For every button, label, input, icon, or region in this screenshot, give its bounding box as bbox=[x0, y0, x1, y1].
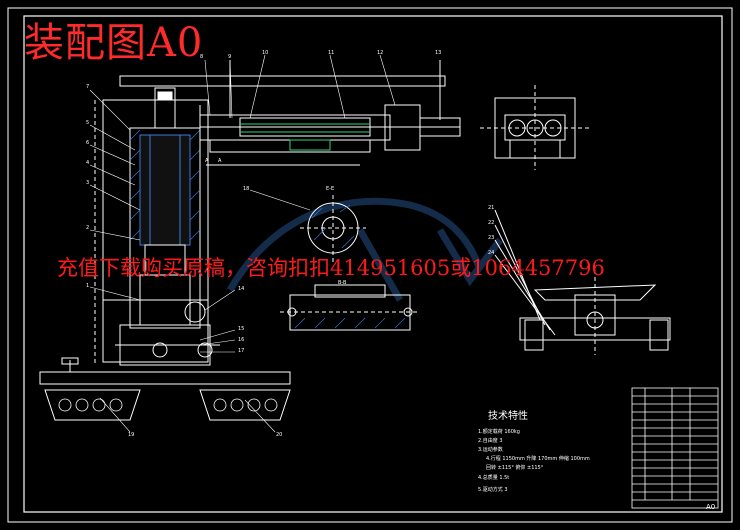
part-label: 18 bbox=[243, 186, 250, 192]
tech-spec-line: 5.驱动方式 3 bbox=[478, 487, 508, 493]
tech-spec-line: 4.行程 1150mm 升降 170mm 伸缩 100mm bbox=[486, 456, 590, 462]
tech-spec-line: 1.额定载荷 160kg bbox=[478, 429, 520, 435]
part-label: 24 bbox=[488, 250, 495, 256]
part-label: 14 bbox=[238, 286, 245, 292]
tracks-bottom bbox=[39, 357, 291, 421]
section-label: A bbox=[218, 158, 222, 164]
part-label: 16 bbox=[238, 337, 245, 343]
tech-spec-title: 技术特性 bbox=[488, 411, 528, 422]
section-lower bbox=[280, 284, 420, 331]
drawing-title: 装配图A0 bbox=[24, 20, 204, 66]
part-label: 7 bbox=[86, 84, 90, 90]
part-label: 5 bbox=[86, 120, 90, 126]
part-label: 6 bbox=[86, 140, 90, 146]
tech-spec-line: 2.自由度 3 bbox=[478, 438, 503, 444]
sheet-size: A0 bbox=[706, 503, 716, 511]
part-label: 1 bbox=[86, 283, 90, 289]
tech-spec-line: 4.总质量 1.5t bbox=[478, 475, 510, 481]
tech-spec-line: 回转 ±115° 俯仰 ±115° bbox=[486, 465, 544, 471]
part-label: 8 bbox=[200, 54, 204, 60]
part-label: 10 bbox=[262, 50, 269, 56]
title-block bbox=[631, 387, 719, 509]
section-label: A bbox=[205, 158, 209, 164]
part-label: 2 bbox=[86, 225, 90, 231]
section-label: E-E bbox=[326, 186, 335, 192]
part-label: 13 bbox=[435, 50, 442, 56]
part-label: 17 bbox=[238, 348, 245, 354]
part-label: 21 bbox=[488, 205, 495, 211]
part-label: 9 bbox=[228, 54, 232, 60]
leader-lines bbox=[89, 54, 396, 433]
part-label: 23 bbox=[488, 235, 495, 241]
section-label: B-B bbox=[338, 280, 347, 286]
part-label: 3 bbox=[86, 180, 90, 186]
part-label: 19 bbox=[128, 432, 135, 438]
track-view-right bbox=[494, 209, 671, 355]
vertical-column bbox=[94, 87, 220, 366]
watermark bbox=[226, 197, 503, 302]
outer-border bbox=[7, 7, 733, 523]
part-label: 20 bbox=[276, 432, 283, 438]
part-label: 15 bbox=[238, 326, 245, 332]
part-label: 11 bbox=[328, 50, 335, 56]
part-label: 22 bbox=[488, 220, 495, 226]
download-banner: 充值下载购买原稿，咨询扣扣414951605或1064457796 bbox=[57, 256, 605, 280]
side-view bbox=[480, 85, 590, 170]
section-e-e-hatch bbox=[311, 204, 355, 249]
track-wheels bbox=[58, 398, 278, 412]
section-e-e bbox=[300, 195, 366, 262]
tech-spec-line: 3.运动参数 bbox=[478, 447, 503, 453]
inner-border bbox=[23, 15, 723, 513]
arm-green bbox=[240, 123, 370, 151]
section-lower-hatch bbox=[294, 317, 406, 329]
part-label: 4 bbox=[86, 160, 90, 166]
part-label: 12 bbox=[377, 50, 384, 56]
horizontal-arm bbox=[119, 60, 461, 166]
